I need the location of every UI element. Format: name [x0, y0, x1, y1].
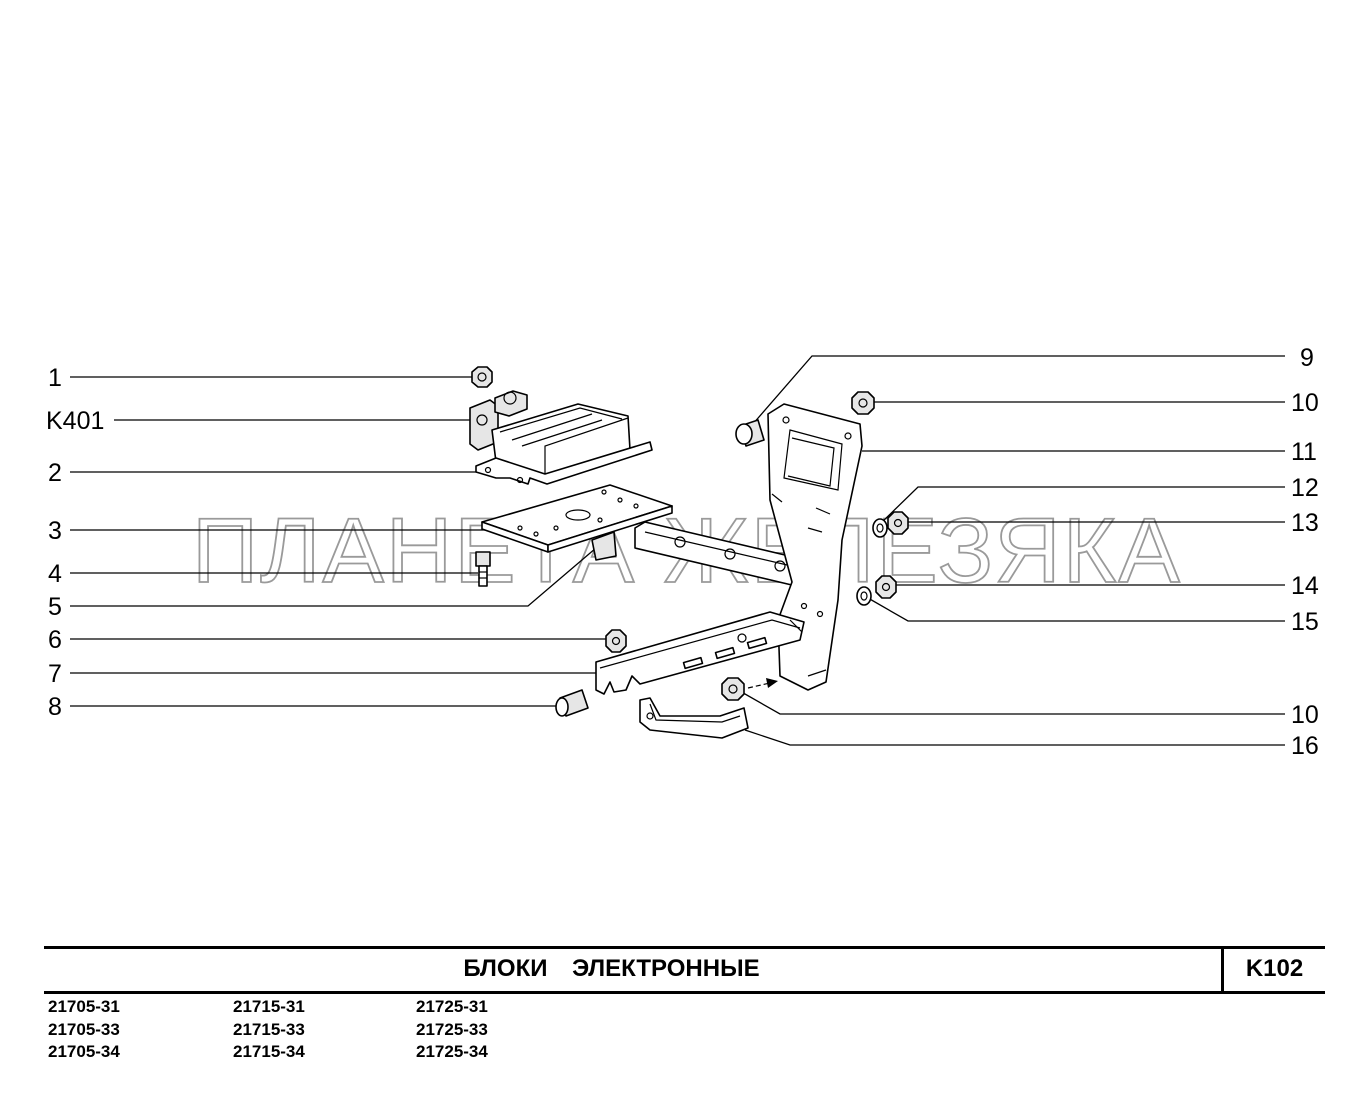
callout-10-bottom: 10 [1291, 701, 1319, 729]
nut-part-13 [887, 511, 909, 535]
lower-bracket-part-7 [595, 611, 805, 695]
callout-9: 9 [1300, 344, 1314, 372]
title-block: БЛОКИ ЭЛЕКТРОННЫЕ K102 [44, 946, 1325, 994]
model-number: 21715-31 [233, 997, 305, 1016]
right-callouts: 9 10 11 12 13 14 15 10 16 [1291, 344, 1319, 760]
page-title: БЛОКИ ЭЛЕКТРОННЫЕ [463, 955, 760, 982]
mounting-plate-part-3 [481, 484, 673, 553]
page-code: K102 [1245, 955, 1304, 982]
model-number: 21725-33 [416, 1019, 488, 1039]
arrow-icon [766, 678, 778, 688]
clip-part-16 [639, 697, 749, 739]
model-number: 21715-33 [233, 1019, 305, 1039]
callout-4: 4 [48, 560, 62, 588]
nut-part-10-top [851, 391, 875, 415]
model-column-1: 21705-31 21705-33 21705-34 [48, 996, 120, 1064]
callout-12: 12 [1291, 474, 1319, 502]
left-leaders [70, 376, 610, 707]
nut-part-6 [605, 629, 627, 653]
model-number: 21715-34 [233, 1042, 305, 1061]
title-divider [1221, 949, 1224, 991]
right-leaders [737, 355, 1285, 746]
bushing-part-9 [735, 419, 765, 447]
ecu-k401 [469, 390, 653, 485]
washer-part-15 [856, 586, 872, 606]
model-number: 21725-31 [416, 997, 488, 1016]
callout-13: 13 [1291, 509, 1319, 537]
bolt-part-4 [475, 551, 491, 587]
model-column-3: 21725-31 21725-33 21725-34 [416, 996, 488, 1064]
bushing-part-8 [555, 689, 589, 717]
holder-part-5 [591, 531, 617, 561]
callout-14: 14 [1291, 572, 1319, 600]
washer-part-12 [872, 518, 888, 538]
left-callouts: 1 K401 2 3 4 5 6 7 8 [46, 364, 104, 721]
model-number: 21725-34 [416, 1042, 488, 1061]
callout-5: 5 [48, 593, 62, 621]
model-number: 21705-33 [48, 1019, 120, 1039]
nut-part-10-bottom [721, 677, 778, 701]
callout-1: 1 [48, 364, 62, 392]
callout-11: 11 [1291, 438, 1317, 466]
rail-bracket [634, 521, 807, 587]
exploded-parts-diagram: ПЛАНЕТА ЖЕЛЕЗЯКА 1 K401 2 3 4 5 6 7 8 [46, 344, 1319, 760]
callout-7: 7 [48, 660, 62, 688]
callout-2: 2 [48, 459, 62, 487]
nut-part-14 [875, 575, 897, 599]
model-column-2: 21715-31 21715-33 21715-34 [233, 996, 305, 1064]
callout-3: 3 [48, 517, 62, 545]
callout-10-top: 10 [1291, 389, 1319, 417]
model-number: 21705-31 [48, 997, 120, 1016]
callout-15: 15 [1291, 608, 1319, 636]
callout-8: 8 [48, 693, 62, 721]
callout-6: 6 [48, 626, 62, 654]
nut-part-1 [471, 366, 493, 388]
callout-16: 16 [1291, 732, 1319, 760]
callout-k401: K401 [46, 407, 104, 435]
model-number: 21705-34 [48, 1042, 120, 1061]
